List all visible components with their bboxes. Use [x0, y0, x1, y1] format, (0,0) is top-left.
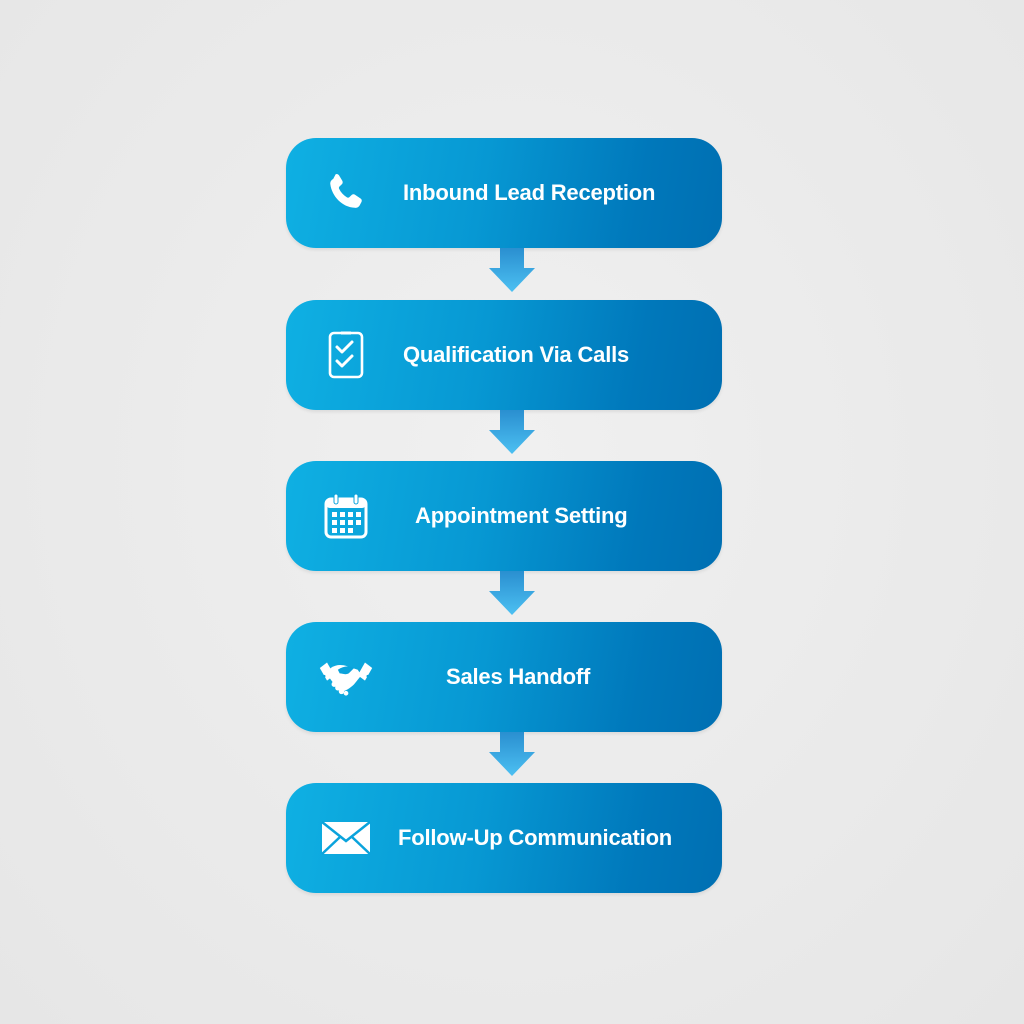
step-label: Inbound Lead Reception: [403, 180, 656, 205]
arrow-down-icon: [489, 248, 535, 292]
arrow-down-icon: [489, 732, 535, 776]
step-inbound-lead-reception[interactable]: Inbound Lead Reception: [286, 138, 722, 248]
step-label: Sales Handoff: [446, 664, 591, 689]
calendar-icon: [318, 488, 374, 544]
step-follow-up-communication[interactable]: Follow-Up Communication: [286, 783, 722, 893]
arrow-down-icon: [489, 571, 535, 615]
clipboard-check-icon: [318, 327, 374, 383]
step-label: Appointment Setting: [415, 503, 628, 528]
arrow-down-icon: [489, 410, 535, 454]
phone-icon: [318, 165, 374, 221]
envelope-icon: [318, 810, 374, 866]
step-label: Follow-Up Communication: [398, 825, 673, 850]
step-qualification-via-calls[interactable]: Qualification Via Calls: [286, 300, 722, 410]
step-sales-handoff[interactable]: Sales Handoff: [286, 622, 722, 732]
handshake-icon: [318, 649, 374, 705]
step-label: Qualification Via Calls: [403, 342, 630, 367]
step-appointment-setting[interactable]: Appointment Setting: [286, 461, 722, 571]
